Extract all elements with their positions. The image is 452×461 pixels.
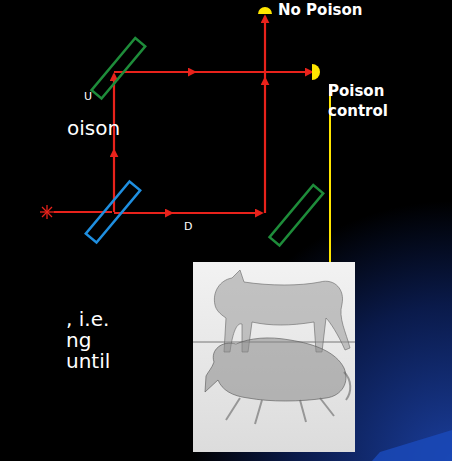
cat-illustration: [193, 262, 355, 452]
slide-text-fragment: ng: [66, 328, 91, 352]
path-label: U: [84, 90, 92, 103]
detector-label: No Poison: [278, 1, 428, 21]
detector: No Poison: [252, 0, 428, 28]
laser-beams: [54, 16, 312, 213]
mirror: [270, 185, 324, 245]
slide-text-fragment: oison: [67, 116, 120, 140]
slide-text-fragment: until: [66, 349, 110, 373]
path-label: D: [184, 220, 192, 233]
corner-band: [372, 430, 452, 461]
detector-icon: [252, 0, 278, 28]
slide-text-fragment: , i.e.: [66, 307, 109, 331]
detector: Poison control: [306, 58, 406, 121]
mirror: [92, 38, 146, 98]
beam-splitter: [86, 181, 140, 242]
detector-label: Poison control: [328, 82, 406, 121]
detector-icon: [306, 58, 332, 86]
light-source: [40, 205, 54, 219]
